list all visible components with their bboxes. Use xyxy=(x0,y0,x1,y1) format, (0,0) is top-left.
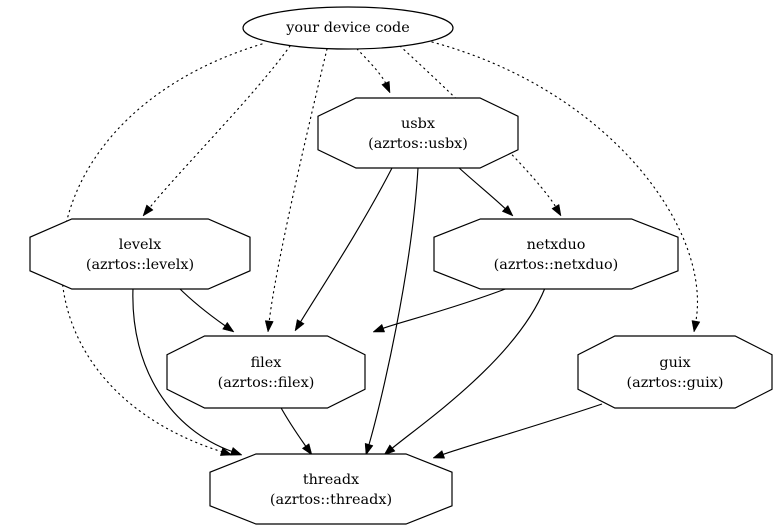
node-label-filex-package: (azrtos::filex) xyxy=(218,375,315,391)
node-label-usbx-package: (azrtos::usbx) xyxy=(368,136,468,152)
edge-arrowhead xyxy=(264,320,274,333)
node-shape-ellipse-root xyxy=(242,6,454,50)
edge-netxduo-to-threadx xyxy=(383,287,546,456)
edge-levelx-to-threadx xyxy=(132,287,243,456)
edge-arrowhead xyxy=(501,204,514,217)
edge-line-solid xyxy=(456,165,506,210)
edge-line-solid xyxy=(368,167,419,446)
node-label-filex-primary: filex xyxy=(251,355,282,371)
node-label-usbx-primary: usbx xyxy=(401,116,435,132)
node-shape-octagon-netxduo xyxy=(433,218,679,290)
edge-arrowhead xyxy=(142,204,154,217)
node-label-threadx-primary: threadx xyxy=(303,472,359,488)
edge-root-to-filex xyxy=(264,48,328,333)
node-label-guix-primary: guix xyxy=(659,355,690,371)
node-shape-octagon-guix xyxy=(577,335,773,409)
node-shape-octagon-levelx xyxy=(29,218,251,290)
edge-root-to-levelx xyxy=(142,45,291,217)
edge-line-solid xyxy=(442,403,603,456)
node-layer: your device codeusbx(azrtos::usbx)levelx… xyxy=(29,6,773,525)
edge-line-dotted xyxy=(431,41,698,323)
edge-guix-to-threadx xyxy=(432,403,603,459)
node-label-levelx-primary: levelx xyxy=(119,237,161,253)
node-label-levelx-package: (azrtos::levelx) xyxy=(86,257,194,273)
edge-line-dotted xyxy=(268,48,328,323)
edge-arrowhead xyxy=(294,319,305,332)
edge-arrowhead xyxy=(372,323,386,333)
edge-root-to-usbx xyxy=(356,48,391,94)
edge-line-solid xyxy=(177,286,226,327)
node-label-netxduo-package: (azrtos::netxduo) xyxy=(494,257,619,273)
edge-filex-to-threadx xyxy=(279,405,313,456)
edge-usbx-to-threadx xyxy=(364,167,419,456)
node-shape-octagon-filex xyxy=(166,335,366,409)
node-shape-octagon-usbx xyxy=(317,97,519,169)
edge-usbx-to-netxduo xyxy=(456,165,514,217)
node-label-threadx-package: (azrtos::threadx) xyxy=(270,492,392,508)
edge-levelx-to-filex xyxy=(177,286,235,333)
node-label-guix-package: (azrtos::guix) xyxy=(627,375,724,391)
edge-netxduo-to-filex xyxy=(372,287,509,333)
edge-arrowhead xyxy=(219,447,233,456)
edge-arrowhead xyxy=(229,446,243,456)
edge-line-solid xyxy=(279,405,307,447)
edge-arrowhead xyxy=(222,321,235,333)
node-netxduo[interactable]: netxduo(azrtos::netxduo) xyxy=(433,218,679,290)
edge-arrowhead xyxy=(691,320,701,333)
edge-line-dotted xyxy=(149,45,291,209)
edge-line-dotted xyxy=(356,48,387,84)
edge-line-dotted xyxy=(60,43,263,453)
edge-line-solid xyxy=(300,167,393,323)
edge-arrowhead xyxy=(383,444,396,456)
edge-arrowhead xyxy=(381,80,391,94)
edge-arrowhead xyxy=(364,442,374,456)
edge-arrowhead xyxy=(301,443,313,456)
edge-line-solid xyxy=(132,287,233,453)
edge-root-to-guix xyxy=(431,41,701,333)
node-label-netxduo-primary: netxduo xyxy=(527,237,586,253)
node-levelx[interactable]: levelx(azrtos::levelx) xyxy=(29,218,251,290)
node-guix[interactable]: guix(azrtos::guix) xyxy=(577,335,773,409)
node-filex[interactable]: filex(azrtos::filex) xyxy=(166,335,366,409)
edge-root-to-threadx xyxy=(60,43,263,456)
edge-usbx-to-filex xyxy=(294,167,393,332)
edge-line-solid xyxy=(391,287,546,449)
node-label-root-primary: your device code xyxy=(285,20,410,36)
node-root[interactable]: your device code xyxy=(242,6,454,50)
edge-arrowhead xyxy=(432,450,446,459)
node-threadx[interactable]: threadx(azrtos::threadx) xyxy=(209,453,453,525)
node-shape-octagon-threadx xyxy=(209,453,453,525)
edge-line-solid xyxy=(382,287,509,329)
edge-arrowhead xyxy=(551,204,562,217)
node-usbx[interactable]: usbx(azrtos::usbx) xyxy=(317,97,519,169)
